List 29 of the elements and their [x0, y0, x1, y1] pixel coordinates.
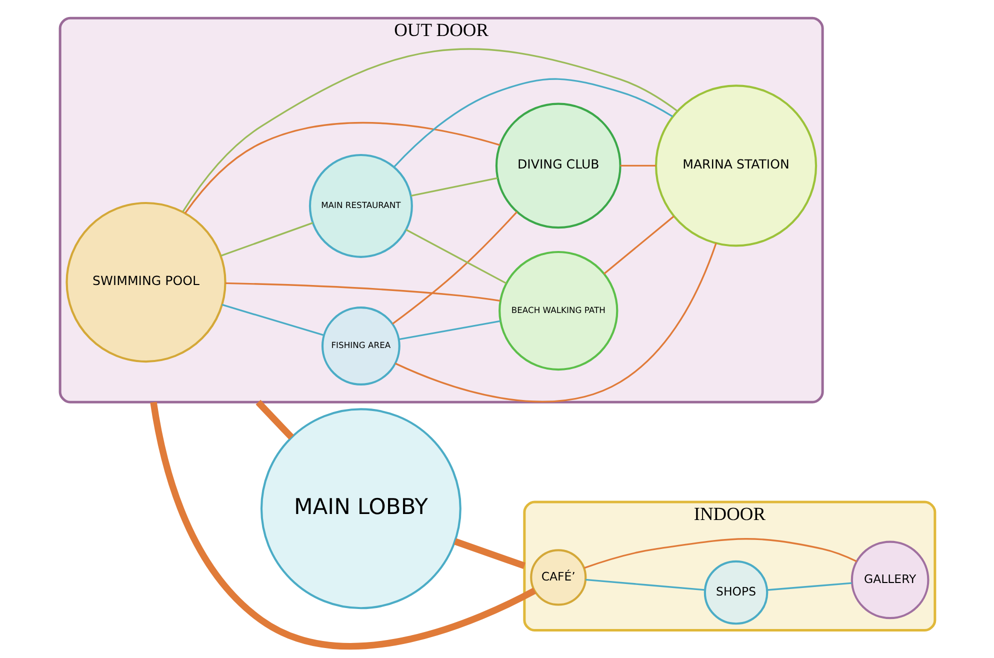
- connector: [766, 582, 852, 591]
- connector: [394, 242, 716, 402]
- connector: [620, 164, 656, 167]
- connector: [184, 122, 500, 214]
- connector: [453, 538, 526, 569]
- connector: [584, 538, 857, 569]
- connector: [398, 320, 500, 340]
- node-circle: FISHING AREA: [320, 306, 400, 386]
- connector: [392, 78, 673, 168]
- connector: [410, 177, 498, 197]
- connector: [220, 222, 313, 257]
- connector: [603, 216, 674, 274]
- node-circle: SHOPS: [703, 560, 768, 625]
- node-circle: DIVING CLUB: [494, 102, 621, 229]
- connector: [182, 48, 678, 212]
- connector: [150, 402, 536, 650]
- node-circle: MARINA STATION: [654, 84, 817, 247]
- connector: [585, 578, 704, 591]
- connector: [392, 211, 518, 325]
- node-circle: GALLERY: [850, 540, 929, 620]
- node-circle: CAFÉ’: [530, 549, 586, 606]
- node-circle: MAIN LOBBY: [260, 408, 461, 610]
- node-circle: MAIN RESTAURANT: [308, 154, 412, 258]
- node-circle: SWIMMING POOL: [65, 202, 226, 363]
- connector: [405, 228, 506, 284]
- node-circle: BEACH WALKING PATH: [498, 250, 618, 371]
- connector: [224, 282, 500, 302]
- connector: [221, 304, 324, 336]
- connector: [255, 400, 294, 440]
